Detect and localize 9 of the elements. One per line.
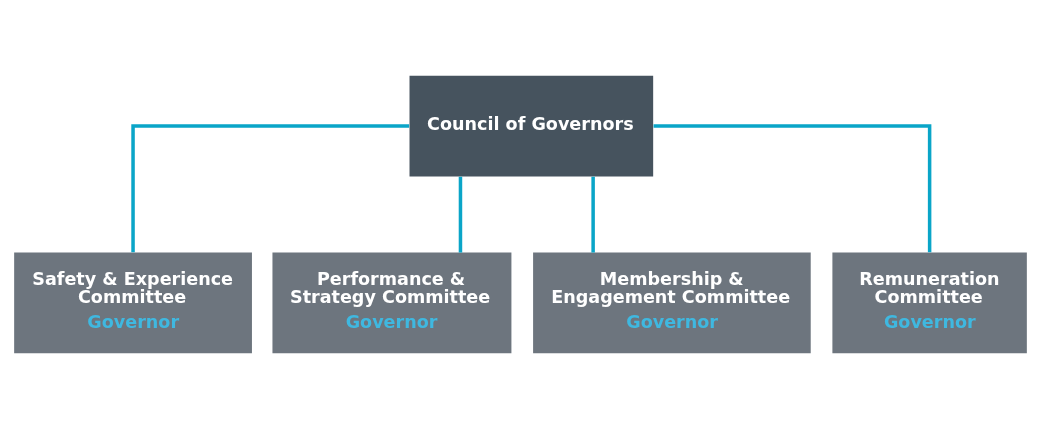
node-box: Council of Governors — [409, 75, 654, 177]
connector — [131, 124, 410, 253]
connector — [653, 124, 932, 253]
node-box: Performance & Strategy Committee Governor — [272, 252, 512, 354]
node-box: Remuneration Committee Governor — [832, 252, 1027, 354]
connector — [591, 176, 595, 253]
connector — [458, 176, 463, 253]
node-box: Membership & Engagement Committee Governor — [533, 252, 811, 354]
node-box: Safety & Experience Committee Governor — [14, 252, 252, 354]
